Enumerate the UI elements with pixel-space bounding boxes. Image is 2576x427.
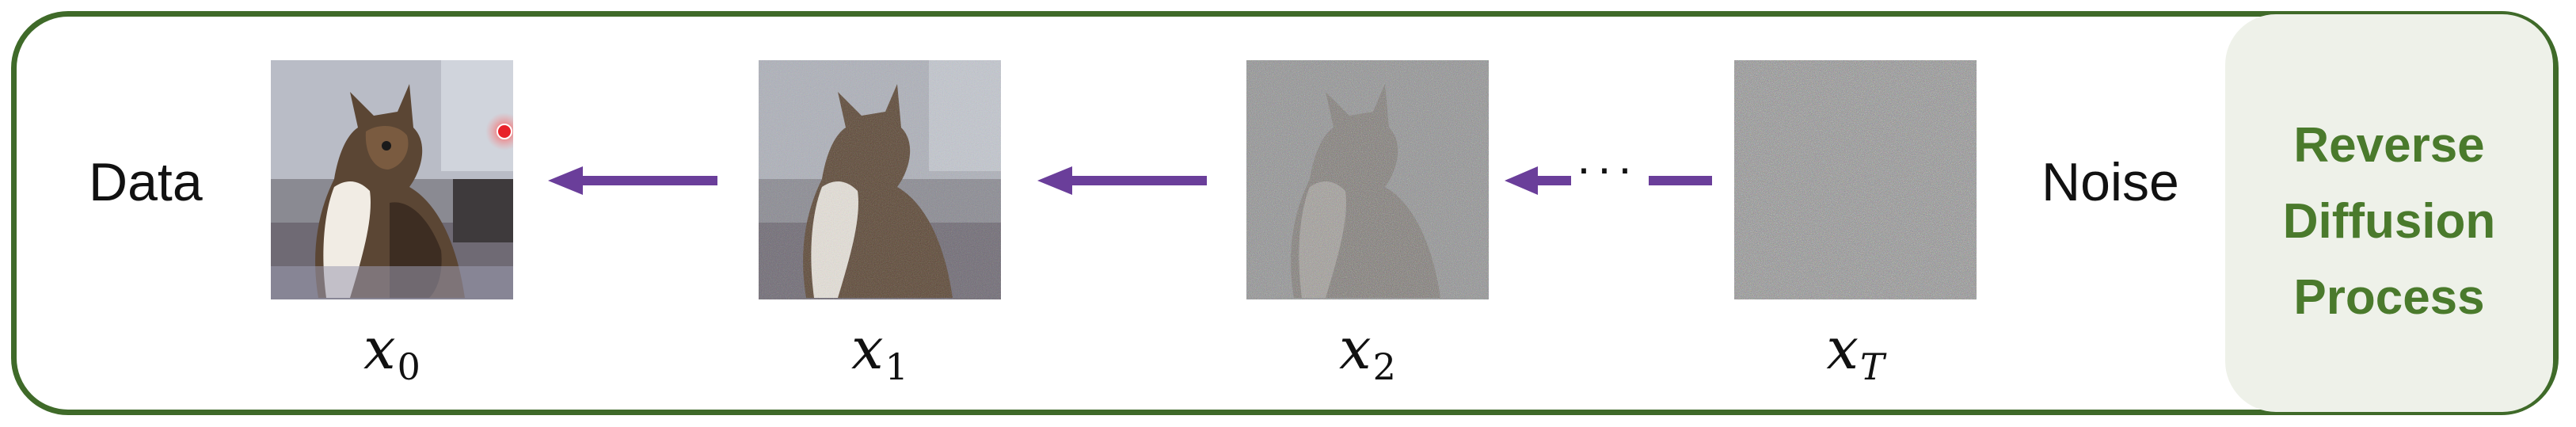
process-title-line-2: Diffusion — [2282, 194, 2496, 249]
noisy-cat-image-1 — [759, 60, 1001, 299]
noise-label: Noise — [2041, 152, 2179, 212]
var-x0: x0 — [363, 315, 420, 388]
process-title: Reverse Diffusion Process — [2225, 108, 2553, 336]
arrow-left-icon — [1505, 166, 1571, 195]
arrow-tail — [1649, 176, 1712, 185]
arrow-left-icon — [548, 166, 717, 195]
noisy-cat-image-2 — [1246, 60, 1489, 299]
cat-image — [271, 60, 513, 299]
pure-noise-image — [1734, 60, 1977, 299]
process-title-line-1: Reverse — [2293, 118, 2485, 173]
arrow-left-icon — [1037, 166, 1207, 195]
image-x0 — [271, 60, 513, 299]
image-x2 — [1246, 60, 1489, 299]
ellipsis: ··· — [1576, 141, 1638, 194]
image-xT — [1734, 60, 1977, 299]
data-label: Data — [89, 152, 203, 212]
process-panel: Reverse Diffusion Process — [2225, 14, 2553, 412]
var-x1: x1 — [851, 315, 908, 388]
var-x2: x2 — [1339, 315, 1396, 388]
process-title-line-3: Process — [2293, 270, 2485, 325]
var-xT: xT — [1826, 315, 1885, 388]
image-x1 — [759, 60, 1001, 299]
